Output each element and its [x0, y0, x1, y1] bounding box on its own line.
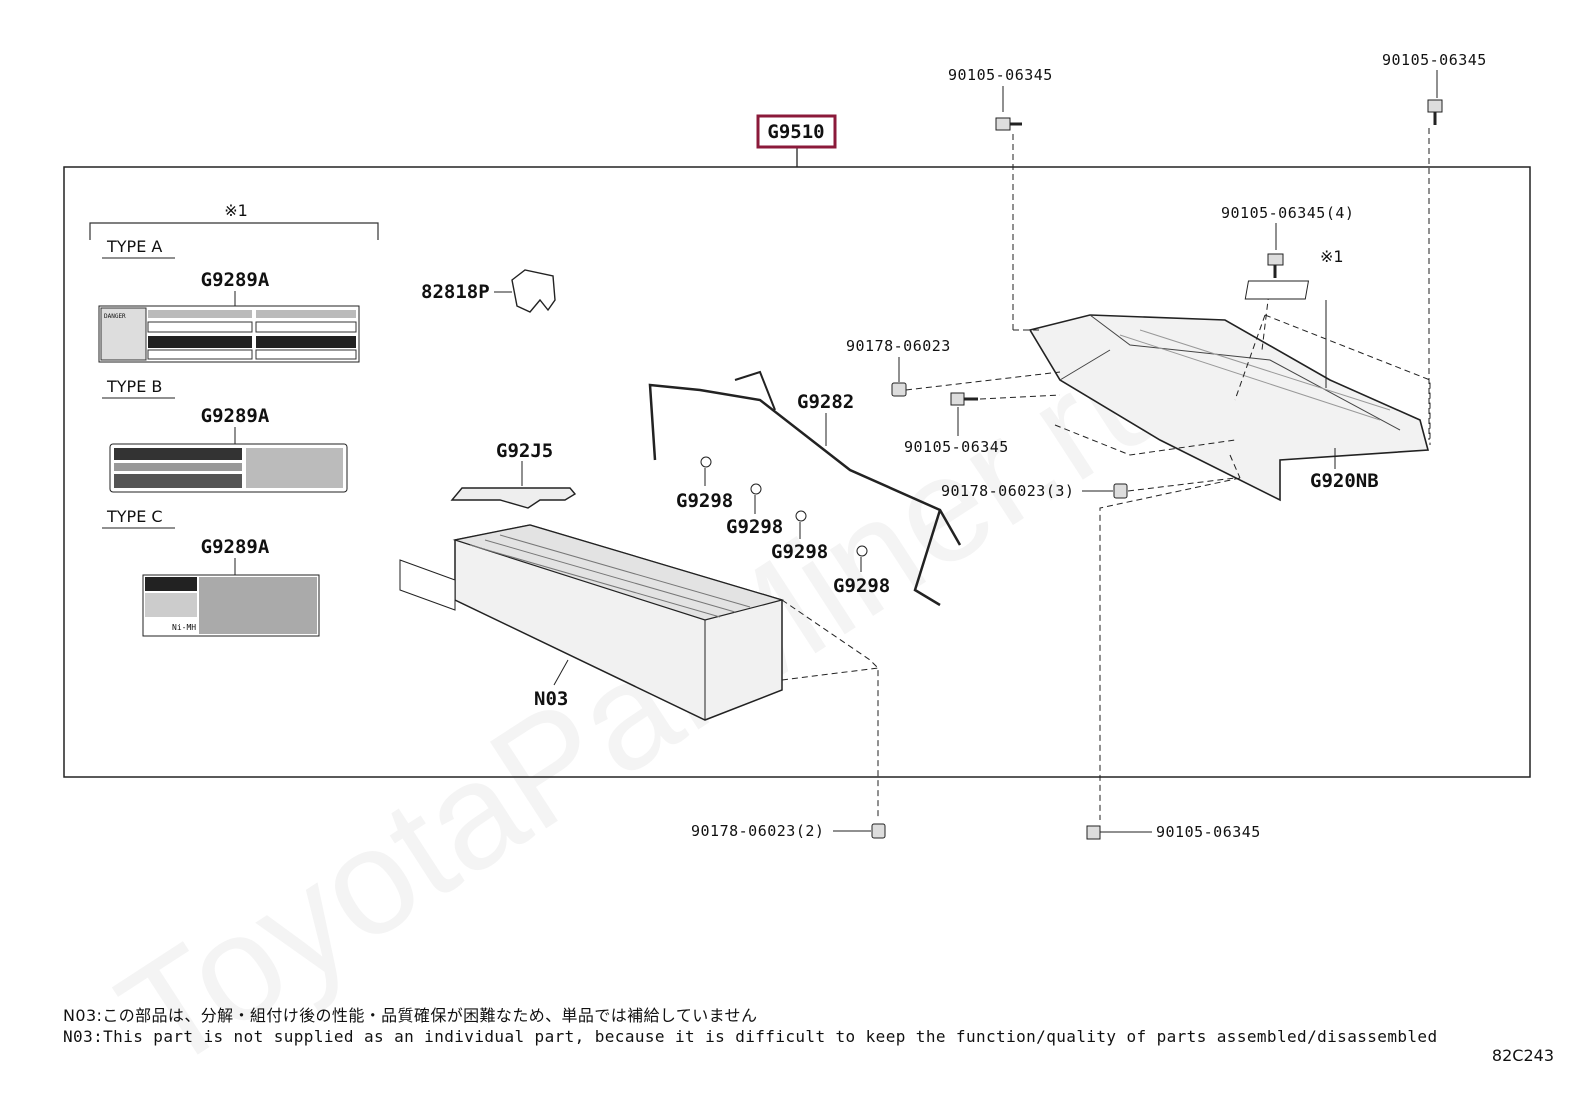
callout-g9282: G9282 [797, 391, 854, 413]
main-part-g9510[interactable]: G9510 [756, 114, 837, 149]
sticker-c-nimh: Ni-MH [172, 623, 196, 632]
diagram-code: 82C243 [1491, 1046, 1554, 1065]
callout-bolt-top-center: 90105-06345 [948, 66, 1053, 84]
callout-g9298-4: G9298 [833, 575, 890, 597]
label-type-a[interactable]: TYPE A G9289A DANGER [98, 237, 360, 363]
callout-bolt-mid: 90105-06345 [904, 438, 1009, 456]
callout-bolt-top-right: 90105-06345 [1382, 51, 1487, 69]
callout-nut-90178-x2: 90178-06023(2) [691, 822, 824, 840]
callout-n03: N03 [534, 688, 568, 710]
callout-g9298-3: G9298 [771, 541, 828, 563]
note-english: N03:This part is not supplied as an indi… [63, 1027, 1438, 1046]
type-a-title: TYPE A [106, 237, 162, 256]
fastener-nut-90178-a[interactable]: 90178-06023 [846, 337, 1061, 397]
fastener-bolt-x4[interactable]: 90105-06345(4) [1221, 204, 1431, 445]
cover-label-symbol: ※1 [1320, 247, 1344, 266]
callout-82818p: 82818P [421, 281, 490, 303]
callout-g9298-2: G9298 [726, 516, 783, 538]
type-b-part: G9289A [201, 405, 270, 427]
type-c-part: G9289A [201, 536, 270, 558]
fastener-bolt-bottom[interactable]: 90105-06345 [1086, 477, 1261, 841]
type-a-part: G9289A [201, 269, 270, 291]
bracket-symbol: ※1 [224, 201, 248, 220]
fastener-bolt-top-center[interactable]: 90105-06345 [948, 66, 1053, 331]
fastener-nut-90178-x2[interactable]: 90178-06023(2) [691, 599, 886, 840]
label-type-c[interactable]: TYPE C G9289A Ni-MH [102, 507, 320, 637]
callout-g92j5: G92J5 [496, 440, 553, 462]
part-g9298-clip-2[interactable]: G9298 [726, 483, 783, 538]
part-g92j5[interactable]: G92J5 [450, 440, 577, 509]
part-82818p[interactable]: 82818P [421, 269, 556, 313]
sticker-type-b [109, 443, 348, 493]
callout-nut-90178-a: 90178-06023 [846, 337, 951, 355]
fastener-nut-90178-x3[interactable]: 90178-06023(3) [941, 424, 1241, 500]
type-c-title: TYPE C [106, 507, 163, 526]
callout-g9298-1: G9298 [676, 490, 733, 512]
label-group-bracket: ※1 [89, 201, 379, 240]
callout-nut-90178-x3: 90178-06023(3) [941, 482, 1074, 500]
sticker-type-c: Ni-MH [142, 574, 320, 637]
sticker-a-danger: DANGER [104, 313, 126, 320]
part-g920nb-cover[interactable]: G920NB [1028, 314, 1430, 502]
label-type-b[interactable]: TYPE B G9289A [102, 377, 348, 493]
callout-bolt-x4: 90105-06345(4) [1221, 204, 1354, 222]
fastener-bolt-mid[interactable]: 90105-06345 [904, 392, 1061, 456]
fastener-bolt-top-right[interactable]: 90105-06345 [1382, 51, 1487, 440]
part-g9298-clip-4[interactable]: G9298 [833, 545, 890, 597]
part-g9282-harness[interactable]: G9282 [648, 370, 962, 607]
callout-g920nb: G920NB [1310, 470, 1379, 492]
part-g9298-clip-1[interactable]: G9298 [676, 456, 733, 512]
cover-label-note[interactable]: ※1 [1244, 247, 1344, 388]
main-part-label: G9510 [767, 121, 824, 143]
callout-bolt-bottom: 90105-06345 [1156, 823, 1261, 841]
note-japanese: N03:この部品は、分解・組付け後の性能・品質確保が困難なため、単品では補給して… [63, 1006, 758, 1025]
part-g9298-clip-3[interactable]: G9298 [771, 510, 828, 563]
sticker-type-a: DANGER [98, 305, 360, 363]
type-b-title: TYPE B [106, 377, 162, 396]
part-n03-battery-stack[interactable]: N03 [399, 524, 785, 721]
